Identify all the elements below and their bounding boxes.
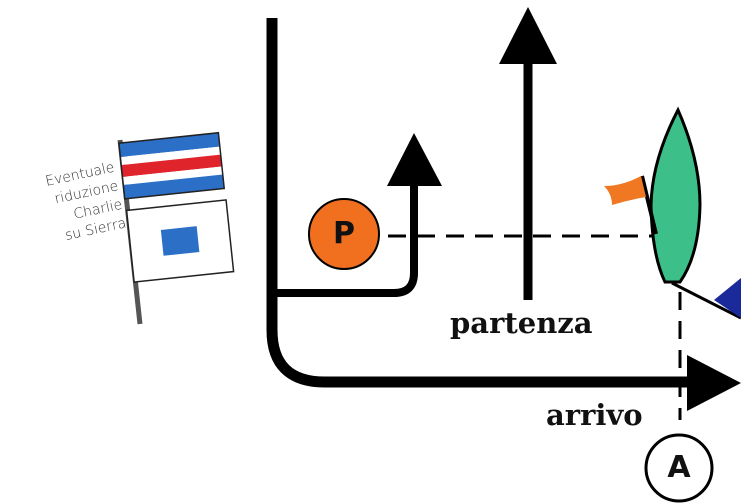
sierra-flag [125,199,235,283]
start-mark-buoy [308,198,380,270]
finish-arrowhead [687,355,741,411]
boat-flagpole [640,175,658,235]
start-label: partenza [450,306,593,340]
start-arrowhead [499,7,557,64]
finish-course-line [266,18,690,388]
finish-mark-buoy [644,433,714,503]
finish-mark-letter: A [667,450,691,485]
finish-label: arrivo [546,398,643,432]
start-loop-arrowhead [387,133,442,186]
start-mark-letter: P [333,216,355,251]
committee-boat-hull [649,106,702,284]
navy-flagpole [671,281,741,320]
navy-flag [714,278,741,318]
orange-flag [604,176,646,205]
charlie-flag [118,131,226,200]
start-loop-line [277,180,418,297]
